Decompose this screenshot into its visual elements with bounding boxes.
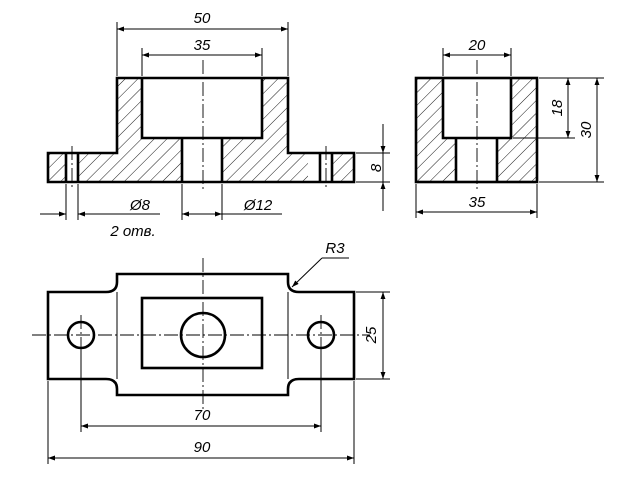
front-dimensions: 50 35 8 Ø8 2 отв. Ø12: [40, 10, 390, 240]
front-view: [46, 60, 356, 192]
dim-25-label: 25: [363, 326, 380, 344]
plan-dimensions: R3 25 70 90: [47, 240, 390, 464]
plan-bore-rect: [140, 296, 264, 370]
hole-count-note: 2 отв.: [109, 223, 155, 240]
dim-20-label: 20: [468, 37, 486, 54]
plan-outline: [46, 272, 356, 397]
dim-r3-label: R3: [325, 240, 345, 257]
dim-hole-small-label: Ø8: [129, 197, 151, 214]
front-bore: [140, 78, 264, 140]
side-view: [414, 60, 539, 192]
side-dimensions: 20 18 30 35: [415, 37, 604, 218]
dim-18-label: 18: [549, 99, 566, 116]
plan-view: [32, 258, 370, 410]
dim-hole-center-label: Ø12: [243, 197, 273, 214]
dim-50-label: 50: [194, 10, 211, 27]
dim-35-label: 35: [194, 37, 211, 54]
dim-90-label: 90: [194, 439, 211, 456]
dim-70-label: 70: [194, 407, 211, 424]
dim-30-label: 30: [578, 121, 595, 138]
dim-8-label: 8: [368, 163, 385, 172]
side-hatch: [416, 78, 537, 182]
front-outline: [46, 76, 356, 184]
side-outline: [414, 76, 539, 184]
dim-side-35-label: 35: [469, 194, 486, 211]
front-hatch: [48, 78, 354, 182]
